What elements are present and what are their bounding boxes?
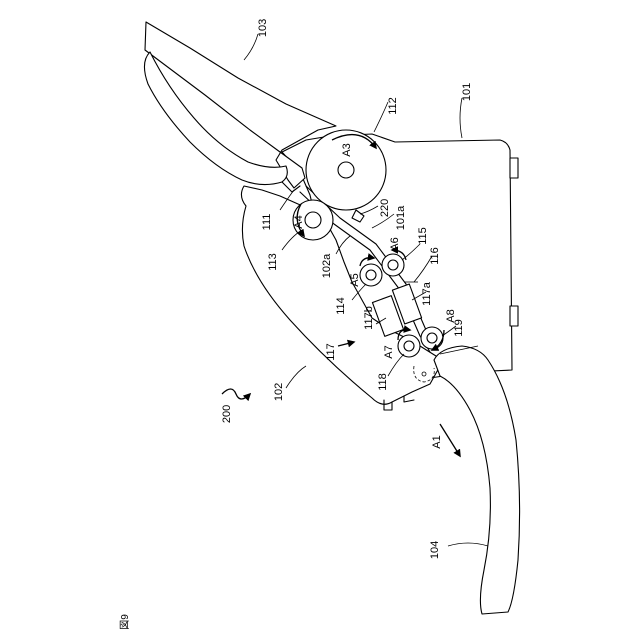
pointer-arrow-200	[222, 389, 250, 399]
label-104: 104	[429, 541, 441, 559]
label-114: 114	[335, 297, 347, 315]
label-101: 101	[461, 83, 473, 101]
roller-118-hub	[404, 341, 414, 351]
leader-103	[244, 34, 258, 60]
label-a3: A3	[341, 143, 353, 156]
label-116: 116	[429, 247, 441, 265]
direction-arrow-a1	[440, 424, 460, 456]
label-118: 118	[377, 373, 389, 391]
roller-112-hub	[338, 162, 354, 178]
label-a5: A5	[349, 273, 361, 286]
label-117b: 117b	[363, 306, 375, 330]
label-200: 200	[221, 405, 233, 423]
label-220: 220	[379, 199, 391, 217]
label-112: 112	[387, 97, 399, 115]
roller-114-hub	[366, 270, 376, 280]
figure-caption: 図9	[119, 614, 131, 630]
leader-104	[448, 543, 488, 546]
label-117: 117	[325, 343, 337, 361]
label-115: 115	[417, 227, 429, 245]
label-117a: 117a	[421, 281, 433, 306]
label-a4: A4	[293, 215, 305, 228]
housing-tab-top	[510, 158, 518, 178]
roller-113-hub	[305, 212, 321, 228]
label-119: 119	[453, 319, 465, 337]
leader-112	[374, 102, 388, 132]
label-103: 103	[257, 19, 269, 37]
label-a1: A1	[431, 435, 443, 448]
label-111: 111	[261, 214, 273, 231]
housing-tab-bottom	[510, 306, 518, 326]
roller-115-hub	[388, 260, 398, 270]
tray-104	[434, 346, 520, 614]
front-body-step	[404, 396, 414, 402]
label-a7: A7	[383, 345, 395, 358]
leader-101	[460, 98, 462, 138]
roller-119-hub	[427, 333, 437, 343]
label-a6: A6	[389, 237, 401, 250]
label-113: 113	[267, 253, 279, 271]
label-102: 102	[273, 383, 285, 401]
label-101a: 101a	[395, 205, 407, 230]
label-102a: 102a	[321, 253, 333, 278]
leader-102	[286, 366, 306, 388]
